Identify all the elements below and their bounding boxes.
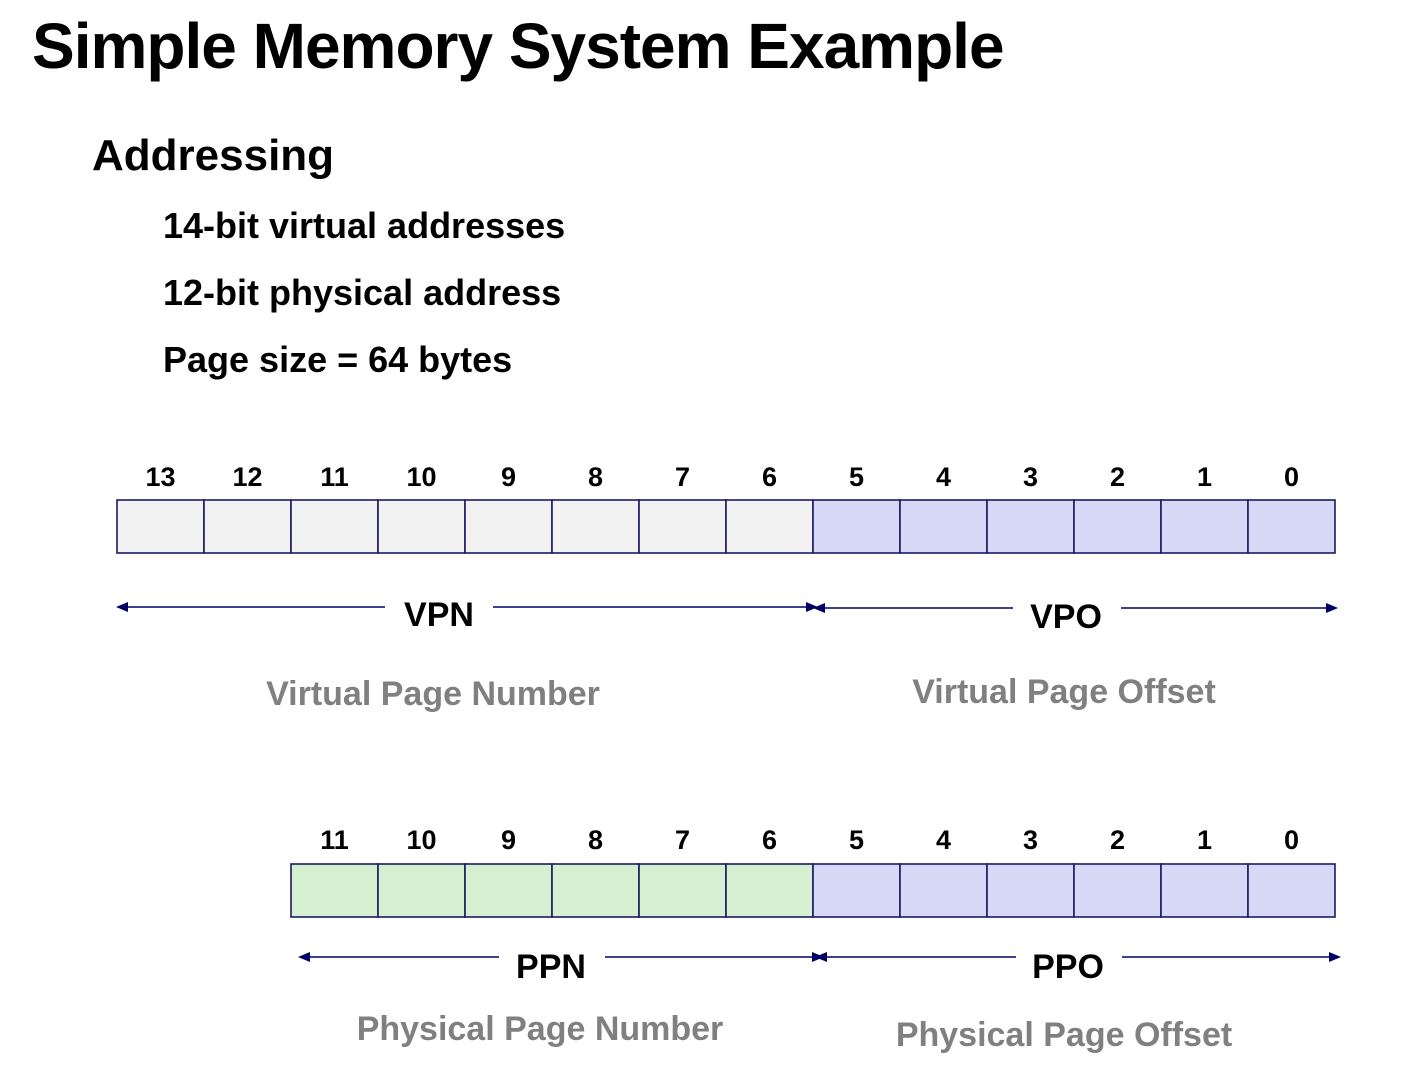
virtual-bit-cell-7 (638, 499, 727, 554)
physical-bit-label-1: 1 (1197, 825, 1212, 855)
virtual-bit-cell-12 (203, 499, 292, 554)
ppo-caption: Physical Page Offset (896, 1016, 1232, 1054)
virtual-bit-label-5: 5 (849, 462, 864, 492)
physical-bit-label-6: 6 (762, 825, 777, 855)
virtual-bit-cell-13 (116, 499, 205, 554)
physical-bit-cell-6 (725, 863, 814, 918)
physical-bit-cell-3 (986, 863, 1075, 918)
physical-bit-label-2: 2 (1110, 825, 1125, 855)
virtual-bit-cell-11 (290, 499, 379, 554)
bullet-page-size: Page size = 64 bytes (163, 339, 513, 380)
physical-bit-label-9: 9 (501, 825, 516, 855)
virtual-bit-label-9: 9 (501, 462, 516, 492)
physical-bit-cell-5 (812, 863, 901, 918)
physical-bit-cell-10 (377, 863, 466, 918)
virtual-bit-cell-2 (1073, 499, 1162, 554)
virtual-bit-label-1: 1 (1197, 462, 1212, 492)
virtual-bit-cell-8 (551, 499, 640, 554)
physical-bit-label-10: 10 (406, 825, 436, 855)
physical-bit-label-11: 11 (320, 825, 349, 855)
virtual-bit-cell-6 (725, 499, 814, 554)
physical-bit-cell-4 (899, 863, 988, 918)
physical-bit-cell-0 (1247, 863, 1336, 918)
bullet-virtual-address-size: 14-bit virtual addresses (163, 205, 566, 246)
virtual-bit-label-4: 4 (936, 462, 951, 492)
virtual-bit-label-8: 8 (588, 462, 603, 492)
virtual-bit-cell-0 (1247, 499, 1336, 554)
vpn-caption: Virtual Page Number (266, 675, 600, 713)
virtual-bit-cells (116, 499, 1336, 554)
ppo-span-arrow (815, 952, 1341, 962)
section-heading: Addressing (92, 131, 335, 180)
physical-bit-cell-2 (1073, 863, 1162, 918)
physical-bit-cell-1 (1160, 863, 1249, 918)
virtual-bit-label-10: 10 (406, 462, 436, 492)
physical-bit-cell-8 (551, 863, 640, 918)
physical-bit-cell-9 (464, 863, 553, 918)
virtual-bit-label-11: 11 (320, 462, 349, 492)
ppo-label: PPO (1032, 948, 1104, 986)
virtual-bit-label-13: 13 (145, 462, 175, 492)
physical-bit-label-7: 7 (675, 825, 690, 855)
vpn-span-arrow (116, 602, 818, 612)
physical-bit-label-5: 5 (849, 825, 864, 855)
vpn-label: VPN (404, 596, 474, 634)
virtual-bit-cell-3 (986, 499, 1075, 554)
page-title: Simple Memory System Example (32, 10, 1005, 82)
virtual-bit-label-3: 3 (1023, 462, 1038, 492)
ppn-caption: Physical Page Number (357, 1010, 724, 1048)
physical-bit-cells (290, 863, 1336, 918)
virtual-bit-label-12: 12 (232, 462, 262, 492)
vpo-caption: Virtual Page Offset (912, 673, 1216, 711)
virtual-bit-cell-1 (1160, 499, 1249, 554)
virtual-bit-label-0: 0 (1284, 462, 1299, 492)
virtual-bit-cell-10 (377, 499, 466, 554)
vpo-label: VPO (1030, 598, 1102, 636)
virtual-bit-cell-5 (812, 499, 901, 554)
virtual-bit-label-7: 7 (675, 462, 690, 492)
virtual-bit-cell-4 (899, 499, 988, 554)
virtual-bit-label-6: 6 (762, 462, 777, 492)
physical-bit-label-0: 0 (1284, 825, 1299, 855)
physical-bit-cell-11 (290, 863, 379, 918)
bullet-physical-address-size: 12-bit physical address (163, 272, 562, 313)
physical-bit-cell-7 (638, 863, 727, 918)
physical-bit-label-3: 3 (1023, 825, 1038, 855)
physical-bit-label-4: 4 (936, 825, 951, 855)
ppn-label: PPN (516, 948, 586, 986)
vpo-span-arrow (813, 603, 1338, 613)
virtual-bit-label-2: 2 (1110, 462, 1125, 492)
physical-bit-label-8: 8 (588, 825, 603, 855)
virtual-bit-cell-9 (464, 499, 553, 554)
